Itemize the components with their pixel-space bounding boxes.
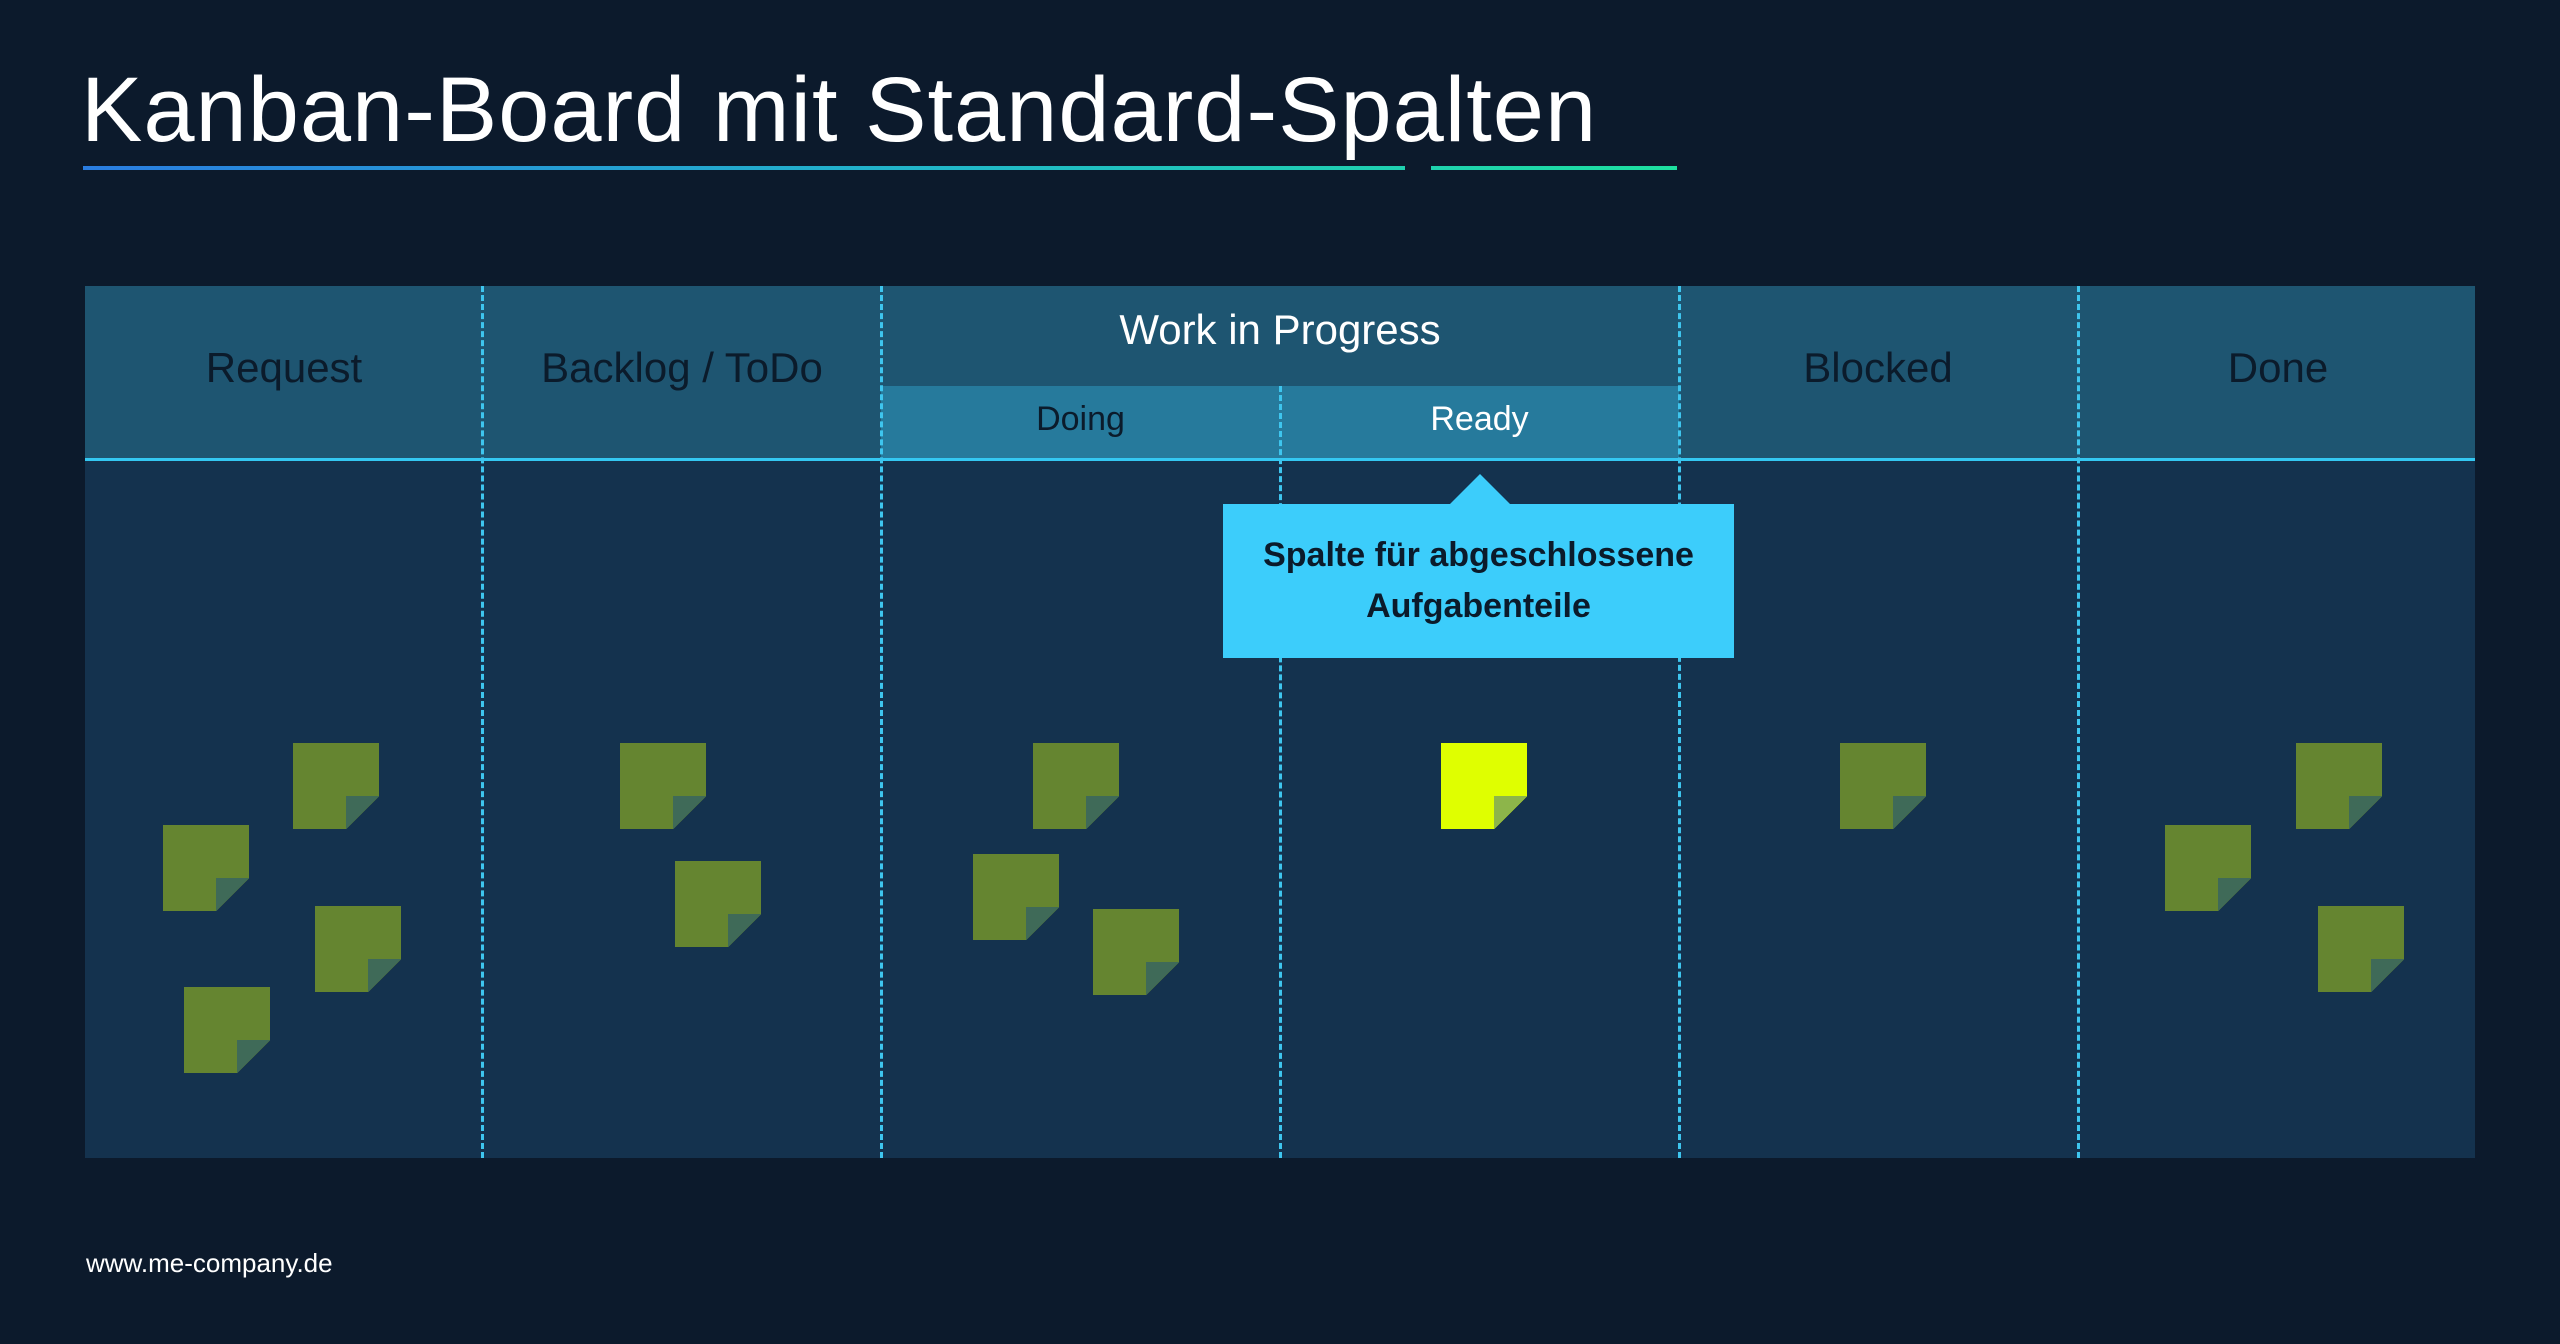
column-header-done: Done — [2227, 344, 2329, 391]
sticky-note-card — [973, 854, 1059, 940]
column-header-request: Request — [205, 344, 363, 391]
callout-text-line2: Aufgabenteile — [1366, 587, 1591, 625]
sticky-note-card — [1033, 743, 1119, 829]
sticky-note-card — [2318, 906, 2404, 992]
column-header-backlog-todo: Backlog / ToDo — [541, 344, 823, 391]
sticky-note-fold — [728, 914, 761, 947]
column-divider — [880, 286, 883, 1158]
column-divider — [2077, 286, 2080, 1158]
subcolumn-header-ready: Ready — [1430, 400, 1529, 438]
title-underline-gap — [1405, 164, 1431, 172]
column-header-blocked: Blocked — [1803, 344, 1953, 391]
sticky-note-fold — [346, 796, 379, 829]
subcolumn-header-doing: Doing — [1036, 400, 1125, 438]
sticky-note-card — [163, 825, 249, 911]
sticky-note-card — [2165, 825, 2251, 911]
subcolumn-divider — [1279, 386, 1282, 1158]
sticky-note-card — [315, 906, 401, 992]
column-divider — [1678, 286, 1681, 1158]
sticky-note-card — [675, 861, 761, 947]
footer-url: www.me-company.de — [86, 1248, 333, 1278]
callout-pointer — [1449, 474, 1511, 505]
sticky-note-card — [1840, 743, 1926, 829]
column-header-work-in-progress: Work in Progress — [1119, 306, 1441, 353]
kanban-board: Request Backlog / ToDo Blocked Done Work… — [85, 286, 2475, 1158]
callout-ready-explanation: Spalte für abgeschlossene Aufgabenteile — [1223, 504, 1734, 658]
sticky-note-card — [1093, 909, 1179, 995]
sticky-note-card-highlighted — [1441, 743, 1527, 829]
column-divider — [481, 286, 484, 1158]
sticky-note-card — [2296, 743, 2382, 829]
sticky-note-fold — [368, 959, 401, 992]
callout-text-line1: Spalte für abgeschlossene — [1263, 536, 1694, 574]
sticky-note-fold — [673, 796, 706, 829]
sticky-note-card — [620, 743, 706, 829]
sticky-note-card — [184, 987, 270, 1073]
sticky-note-card — [293, 743, 379, 829]
page-title: Kanban-Board mit Standard-Spalten — [81, 59, 1598, 161]
title-underline — [83, 166, 1677, 170]
